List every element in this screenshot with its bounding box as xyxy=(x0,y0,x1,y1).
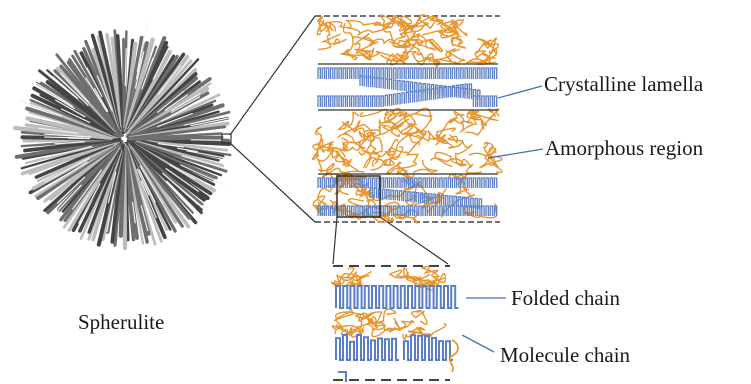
folded-chain-label: Folded chain xyxy=(511,288,620,309)
amorphous-chain xyxy=(322,34,346,45)
amorphous-chain xyxy=(435,141,472,167)
amorphous-chain xyxy=(386,318,414,332)
amorphous-chain xyxy=(318,17,335,32)
connector-line xyxy=(380,217,448,264)
amorphous-chain xyxy=(484,142,496,155)
leader-crystalline xyxy=(498,86,542,98)
folded-chain-row xyxy=(336,335,371,360)
leader-amorphous xyxy=(488,149,543,158)
folded-chain-row xyxy=(371,339,399,361)
fibril xyxy=(134,137,221,138)
spherulite-label: Spherulite xyxy=(78,312,164,333)
folded-lamella xyxy=(318,68,497,79)
leader-molecule xyxy=(462,335,494,352)
spherulite-graphic xyxy=(15,24,231,248)
crystalline-lamella-label: Crystalline lamella xyxy=(544,74,703,95)
folded-chain-panel xyxy=(332,266,459,382)
tie-molecule xyxy=(450,340,458,372)
lamella-stack-panel xyxy=(313,15,503,223)
connector-line xyxy=(230,143,315,222)
folded-chain-row xyxy=(404,335,453,360)
amorphous-chain xyxy=(399,160,438,177)
label-leader-lines xyxy=(462,86,543,352)
folded-chain-row xyxy=(336,286,458,308)
amorphous-chain xyxy=(313,127,322,160)
connector-line xyxy=(333,217,337,264)
amorphous-chain xyxy=(359,138,382,168)
amorphous-region-label: Amorphous region xyxy=(545,138,703,159)
connector-line xyxy=(230,16,315,135)
amorphous-chain xyxy=(358,39,395,51)
amorphous-chain xyxy=(444,20,467,46)
molecule-chain-label: Molecule chain xyxy=(500,345,630,366)
folded-lamella xyxy=(318,84,497,107)
